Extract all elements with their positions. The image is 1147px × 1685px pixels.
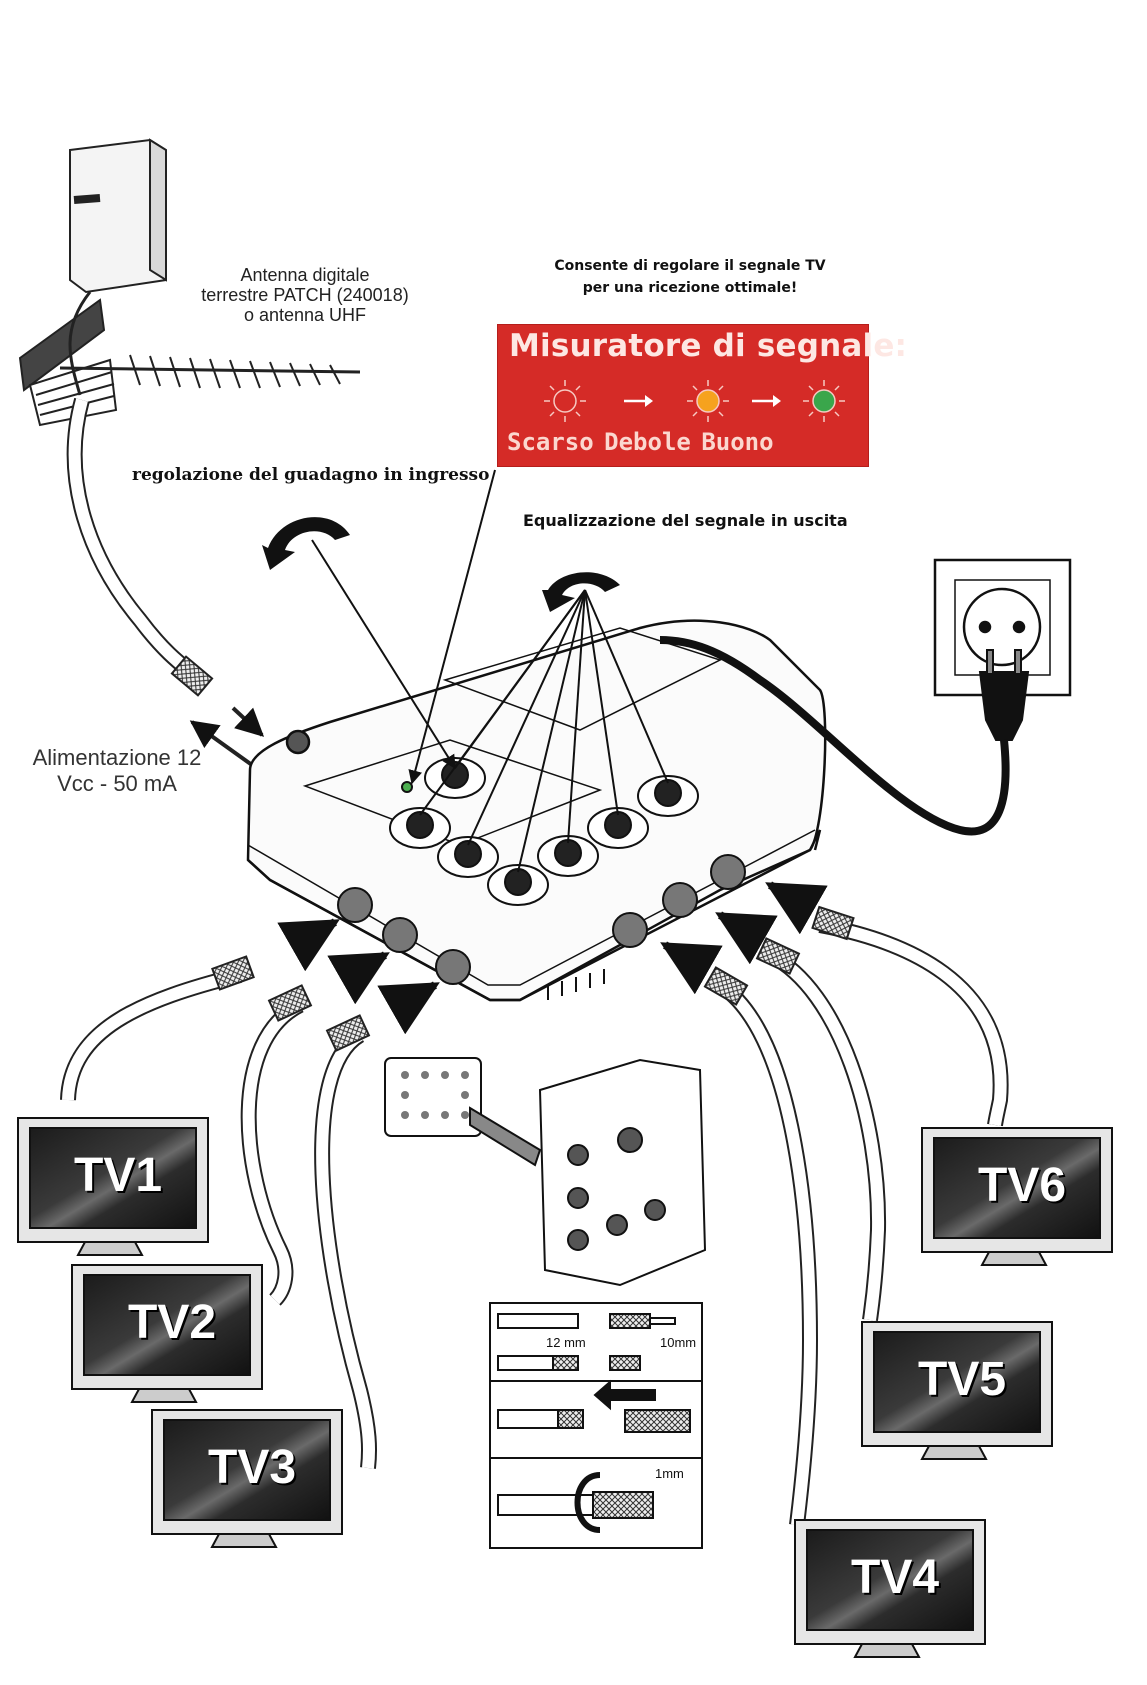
rotate-arrow-icon (262, 517, 620, 612)
arrow-head (773, 395, 781, 407)
eq-knob-icon (487, 864, 549, 906)
gap-label: 1mm (655, 1466, 684, 1481)
signal-meter-title: Misuratore di segnale: (509, 328, 908, 364)
led-medium-icon (687, 380, 729, 422)
tv-icon (794, 1519, 986, 1658)
tagline-line: Consente di regolare il segnale TV (554, 258, 826, 274)
wall-mount-illustration (384, 1057, 707, 1287)
tv5-label: TV5 (918, 1353, 1007, 1406)
power-supply-label: Alimentazione 12 Vcc - 50 mA (22, 745, 212, 797)
gain-knob-icon (424, 757, 486, 799)
signal-meter-scale: Scarso Debole Buono (507, 428, 774, 456)
eq-knob-icon (437, 836, 499, 878)
eq-knob-icon (587, 807, 649, 849)
tv6-label: TV6 (978, 1159, 1067, 1212)
output-connectors (337, 854, 746, 985)
tv1-label: TV1 (74, 1149, 163, 1202)
antenna-caption-line: Antenna digitale (240, 265, 370, 285)
power-line: Alimentazione 12 (32, 745, 202, 770)
tv-icon (151, 1409, 343, 1548)
tv-icon (17, 1117, 209, 1256)
tv2-label: TV2 (128, 1296, 217, 1349)
level-scarso: Scarso (507, 428, 594, 456)
patch-lead (68, 291, 92, 396)
signal-led-row (544, 380, 845, 422)
uhf-antenna-icon (18, 298, 361, 427)
signal-meter-panel: Misuratore di segnale: Scarso Debole Buo… (497, 324, 907, 467)
led-good-icon (803, 380, 845, 422)
power-cable (659, 636, 1010, 836)
tv-icon (71, 1264, 263, 1403)
tv3-label: TV3 (208, 1441, 297, 1494)
amplifier-unit (246, 619, 827, 1002)
strip-inner-label: 10mm (660, 1335, 697, 1350)
patch-antenna-icon (69, 138, 167, 294)
gain-control-label: regolazione del guadagno in ingresso (132, 465, 490, 485)
level-debole: Debole (604, 428, 691, 456)
antenna-caption-line: terrestre PATCH (240018) (201, 285, 409, 305)
eq-knob-icon (537, 835, 599, 877)
arrow-head (645, 395, 653, 407)
tagline-line: per una ricezione ottimale! (582, 280, 798, 296)
eq-knob-icon (637, 775, 699, 817)
eq-knob-icon (389, 807, 451, 849)
antenna-cable (66, 397, 265, 767)
led-weak-icon (544, 380, 586, 422)
signal-led-icon (401, 781, 413, 793)
tv-icon (861, 1321, 1053, 1460)
tagline: Consente di regolare il segnale TV per u… (540, 255, 840, 299)
level-buono: Buono (701, 428, 774, 456)
antenna-caption: Antenna digitale terrestre PATCH (240018… (175, 265, 435, 325)
strip-outer-label: 12 mm (546, 1335, 586, 1350)
tv-icon (921, 1127, 1113, 1266)
power-line: Vcc - 50 mA (57, 771, 177, 796)
tv4-label: TV4 (851, 1551, 940, 1604)
antenna-caption-line: o antenna UHF (243, 305, 367, 325)
cable-prep-instructions (489, 1302, 703, 1549)
callout-lines (311, 469, 669, 873)
equalization-label: Equalizzazione del segnale in uscita (523, 511, 848, 530)
output-cables (60, 881, 1009, 1526)
tv-sets (17, 1117, 1113, 1658)
power-plug-icon (978, 649, 1030, 741)
